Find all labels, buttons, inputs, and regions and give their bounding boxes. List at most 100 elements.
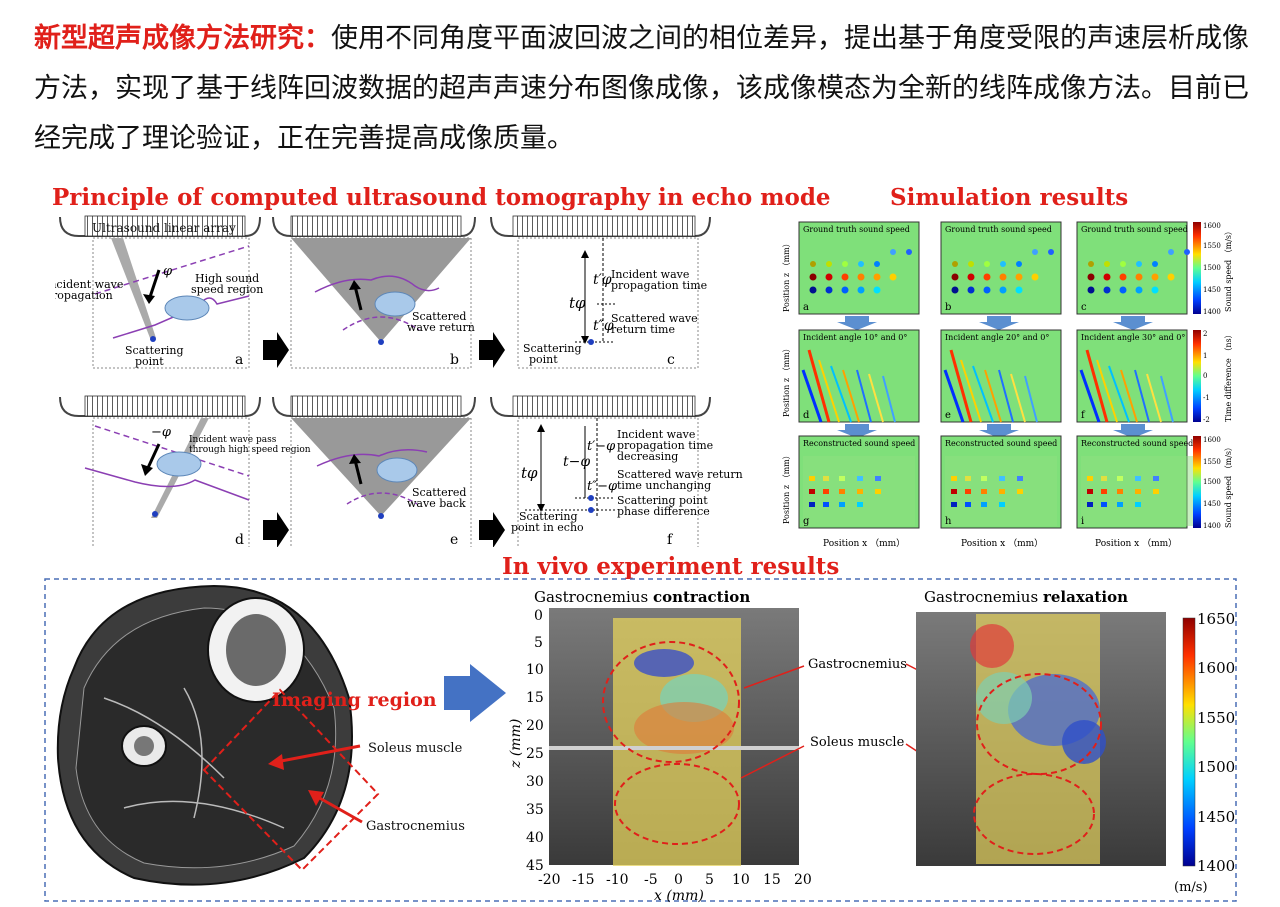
neg-phi-label-d: −φ [151, 425, 172, 440]
svg-text:30: 30 [526, 774, 544, 790]
invivo-colorbar-unit: (m/s) [1174, 880, 1208, 895]
colorbar-sound-speed-3 [1193, 436, 1201, 528]
svg-text:1500: 1500 [1197, 758, 1235, 776]
cb3-tick-1: 1550 [1203, 458, 1221, 466]
sim-letter-b: b [945, 302, 951, 313]
simulation-title: Simulation results [890, 184, 1129, 211]
invivo-title: In vivo experiment results [502, 553, 840, 580]
contraction-ylabel: z (mm) [508, 719, 524, 769]
contraction-xlabel: x (mm) [654, 888, 704, 904]
sim-xlabel-2: Position x （mm） [961, 538, 1043, 549]
svg-text:20: 20 [526, 718, 544, 734]
sim-panel-h: Reconstructed sound speed h [940, 435, 1062, 529]
svg-text:0: 0 [534, 608, 543, 624]
svg-text:5: 5 [705, 872, 714, 888]
svg-text:35: 35 [526, 802, 544, 818]
relaxation-panel: Gastrocnemius relaxation [916, 588, 1166, 866]
t-prime-neg-f: t′−φ [587, 439, 616, 454]
panel-letter-a: a [235, 352, 243, 368]
svg-text:15: 15 [763, 872, 781, 888]
cb2-label: Time difference （ns） [1224, 330, 1233, 422]
colorbar-sound-speed-1 [1193, 222, 1201, 314]
invivo-colorbar-ticks: 1650 1600 1550 1500 1450 1400 [1197, 610, 1235, 875]
down-arrow-5 [979, 424, 1019, 438]
relaxation-title: Gastrocnemius relaxation [924, 588, 1128, 606]
cb1-label: Sound speed （m/s） [1224, 227, 1233, 312]
panel-letter-d: d [235, 532, 244, 547]
svg-text:10: 10 [732, 872, 750, 888]
sim-label-f: Incident angle 30° and 0° [1081, 333, 1185, 342]
cb3-tick-4: 1400 [1203, 522, 1221, 530]
svg-text:1600: 1600 [1197, 659, 1235, 677]
cb3-tick-2: 1500 [1203, 478, 1221, 486]
flow-arrow-4 [479, 512, 505, 547]
sim-label-g: Reconstructed sound speed [803, 439, 915, 448]
invivo-colorbar [1182, 617, 1196, 867]
cb3-label: Sound speed （m/s） [1224, 443, 1233, 528]
cb3-tick-0: 1600 [1203, 436, 1221, 444]
cb1-tick-0: 1600 [1203, 222, 1221, 230]
soleus-label-left: Soleus muscle [368, 741, 463, 756]
principle-diagram: Ultrasound linear array φ Incident wavep… [55, 215, 743, 547]
sim-panel-e: Incident angle 20° and 0° e [940, 329, 1062, 424]
t-dprime-c: t″φ [593, 318, 614, 334]
svg-text:1450: 1450 [1197, 808, 1235, 826]
svg-text:0: 0 [674, 872, 683, 888]
sim-letter-c: c [1081, 302, 1087, 313]
down-arrow-3 [1113, 316, 1153, 330]
svg-text:10: 10 [526, 662, 544, 678]
t-neg-phi-f: t−φ [563, 454, 590, 470]
invivo-arrow [444, 664, 506, 722]
imaging-region-label: Imaging region [272, 689, 437, 711]
panel-letter-c: c [667, 352, 675, 368]
down-arrow-2 [979, 316, 1019, 330]
sim-panel-g: Reconstructed sound speed g [798, 435, 920, 529]
sim-panel-f: Incident angle 30° and 0° f [1076, 329, 1188, 424]
soleus-label-mid: Soleus muscle [810, 735, 905, 750]
sim-letter-h: h [945, 516, 952, 527]
sim-label-h: Reconstructed sound speed [945, 439, 1057, 448]
intro-paragraph: 新型超声成像方法研究：使用不同角度平面波回波之间的相位差异，提出基于角度受限的声… [34, 14, 1254, 164]
sim-ylabel-2: Position z （mm） [782, 344, 791, 417]
contraction-panel: Gastrocnemius contraction z (mm) x (mm) … [508, 588, 812, 904]
cb2-tick-3: -1 [1203, 394, 1210, 402]
panel-a: Ultrasound linear array φ Incident wavep… [55, 215, 263, 369]
cb2-tick-1: 1 [1203, 352, 1207, 360]
panel-letter-b: b [450, 352, 459, 368]
contraction-x-ticks: -20 -15 -10 -5 0 5 10 15 20 [538, 872, 812, 888]
svg-text:-10: -10 [606, 872, 629, 888]
sim-ylabel-3: Position z （mm） [782, 451, 791, 524]
sim-xlabel-3: Position x （mm） [1095, 538, 1177, 549]
svg-text:45: 45 [526, 858, 544, 874]
sim-letter-f: f [1081, 410, 1086, 421]
sim-label-c: Ground truth sound speed [1081, 225, 1188, 234]
simulation-grid: Ground truth sound speed a Ground truth … [782, 221, 1233, 549]
sim-letter-i: i [1081, 516, 1084, 527]
svg-text:5: 5 [534, 635, 543, 651]
svg-text:1550: 1550 [1197, 709, 1235, 727]
sim-label-a: Ground truth sound speed [803, 225, 910, 234]
cb2-tick-0: 2 [1203, 330, 1207, 338]
t-phi-f: tφ [521, 464, 538, 482]
cb2-tick-2: 0 [1203, 372, 1207, 380]
sim-panel-c: Ground truth sound speed c [1076, 221, 1190, 315]
sim-panel-d: Incident angle 10° and 0° d [798, 329, 920, 424]
t-phi-c: tφ [569, 294, 586, 312]
sim-letter-g: g [803, 516, 810, 527]
sim-ylabel-1: Position z （mm） [782, 239, 791, 312]
svg-text:-5: -5 [644, 872, 658, 888]
sim-label-d: Incident angle 10° and 0° [803, 333, 907, 342]
